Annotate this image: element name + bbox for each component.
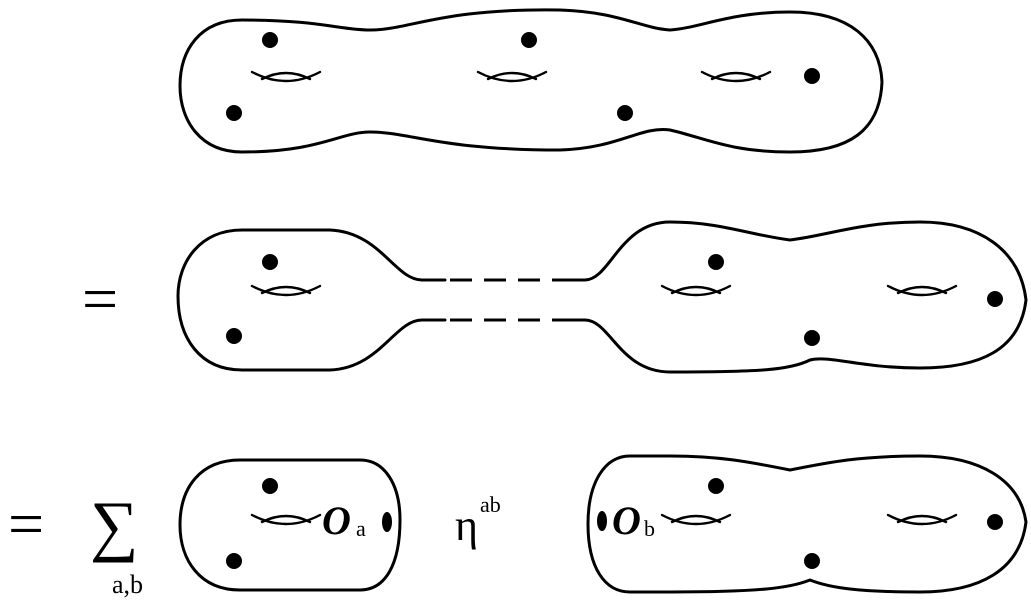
puncture-dot <box>521 32 537 48</box>
eta-superscript: ab <box>480 492 501 517</box>
puncture-dot <box>987 291 1003 307</box>
puncture-dot <box>226 105 242 121</box>
right-cut-surface: O b <box>586 454 1028 594</box>
eta-symbol: η <box>455 501 478 550</box>
puncture-dot <box>226 553 242 569</box>
puncture-dot <box>262 478 278 494</box>
pinched-surface <box>176 220 1028 374</box>
surface-outline <box>178 8 884 154</box>
boundary-insertion-dot <box>597 511 607 531</box>
summation-symbol: ∑ <box>90 487 138 563</box>
left-cut-outline <box>178 458 402 592</box>
puncture-dot <box>226 328 242 344</box>
handle-right <box>886 284 958 297</box>
handle-right-cut-1 <box>660 513 732 526</box>
puncture-dot <box>708 478 724 494</box>
handle-left <box>250 284 322 297</box>
right-cut-outline <box>586 454 1028 594</box>
puncture-dot <box>804 68 820 84</box>
handle-right-cut-2 <box>886 513 958 526</box>
operator-b-subscript: b <box>644 516 655 541</box>
puncture-dot <box>804 553 820 569</box>
handle-left-cut <box>250 513 322 526</box>
equals-sign-2: = <box>8 488 44 559</box>
puncture-dot <box>262 254 278 270</box>
left-component-outline <box>176 228 447 372</box>
puncture-dot <box>262 32 278 48</box>
handle-1 <box>250 70 322 83</box>
sum-index: a,b <box>112 570 143 599</box>
operator-o-a: O <box>322 498 351 543</box>
puncture-dot <box>708 254 724 270</box>
puncture-dot <box>617 105 633 121</box>
puncture-dot <box>987 514 1003 530</box>
left-cut-surface: O a <box>178 458 402 592</box>
operator-o-b: O <box>612 498 641 543</box>
handle-2 <box>476 70 548 83</box>
equals-sign: = <box>82 263 118 334</box>
boundary-insertion-dot <box>382 512 392 532</box>
genus-three-surface <box>178 8 884 154</box>
operator-a-subscript: a <box>356 516 366 541</box>
puncture-dot <box>804 330 820 346</box>
handle-3 <box>700 70 772 83</box>
right-component-outline <box>563 220 1028 374</box>
handle-mid <box>660 284 732 297</box>
